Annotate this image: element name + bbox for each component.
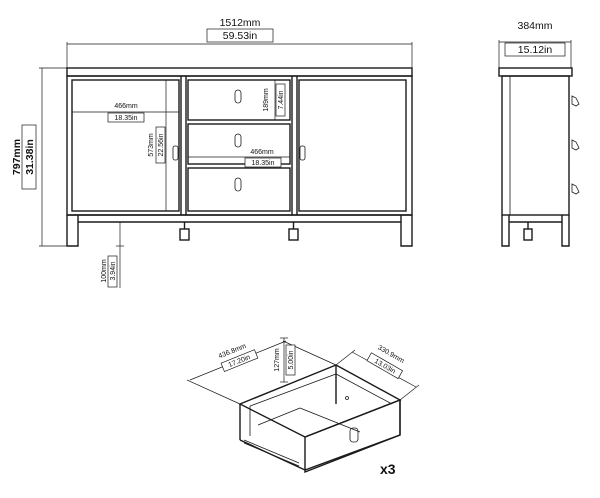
left-door [71, 79, 180, 212]
door-height-in: 22.56in [158, 133, 165, 156]
side-handle-1 [571, 95, 580, 107]
leg-height-dimension: 100mm 3.94in [101, 221, 124, 288]
leg-height-mm: 100mm [101, 259, 108, 283]
drawer-width-in: 18.35in [252, 160, 275, 167]
drawer-height-dimension: 189mm 7.44in [263, 80, 286, 120]
door-height-mm: 573mm [148, 133, 155, 157]
depth-in: 15.12in [518, 44, 553, 56]
depth-dimension: 384mm 15.12in [498, 20, 572, 68]
drawer-detail-handle [349, 427, 359, 443]
door-width-in: 18.35in [115, 115, 138, 122]
drawer-3-handle [234, 177, 242, 192]
drawer-detail: 436.8mm 17.20in 330.9mm 13.03in 127mm 5.… [186, 337, 420, 477]
side-handle-2 [571, 139, 580, 151]
drawer-2-handle [234, 133, 242, 148]
depth-mm: 384mm [517, 20, 552, 32]
overall-width-mm: 1512mm [220, 17, 261, 29]
door-height-dimension: 573mm 22.56in [148, 80, 167, 211]
drawer-height-mm: 189mm [263, 88, 270, 112]
drawer-2 [187, 123, 291, 165]
door-width-mm: 466mm [114, 103, 138, 110]
drawer-quantity: x3 [380, 461, 396, 477]
overall-height-dimension: 797mm 31.38in [11, 67, 67, 247]
front-view: 1512mm 59.53in [11, 17, 413, 288]
drawer-3 [187, 167, 291, 212]
left-door-handle [172, 145, 179, 161]
side-handle-3 [571, 183, 580, 195]
drawer-detail-height-in: 5.00in [288, 350, 295, 369]
cabinet-body [66, 67, 413, 247]
leg-height-in: 3.94in [110, 261, 117, 280]
drawer-width-dimension: 466mm 18.35in [188, 149, 290, 168]
right-door-handle [299, 145, 306, 161]
drawer-detail-width-dimension: 436.8mm 17.20in [186, 340, 337, 405]
overall-height-mm: 797mm [11, 139, 23, 175]
drawer-1 [187, 79, 291, 121]
drawer-detail-height-dimension: 127mm 5.00in [274, 337, 296, 383]
drawer-detail-height-mm: 127mm [274, 348, 281, 372]
door-width-dimension: 466mm 18.35in [72, 103, 179, 123]
drawer-width-mm: 466mm [250, 149, 274, 156]
drawer-1-handle [234, 89, 242, 104]
side-view: 384mm 15.12in [498, 20, 580, 247]
overall-width-in: 59.53in [223, 30, 258, 42]
right-door [298, 79, 407, 212]
overall-width-dimension: 1512mm 59.53in [66, 17, 413, 68]
drawer-box [238, 364, 402, 474]
overall-height-in: 31.38in [24, 139, 36, 175]
drawer-height-in: 7.44in [278, 90, 285, 109]
